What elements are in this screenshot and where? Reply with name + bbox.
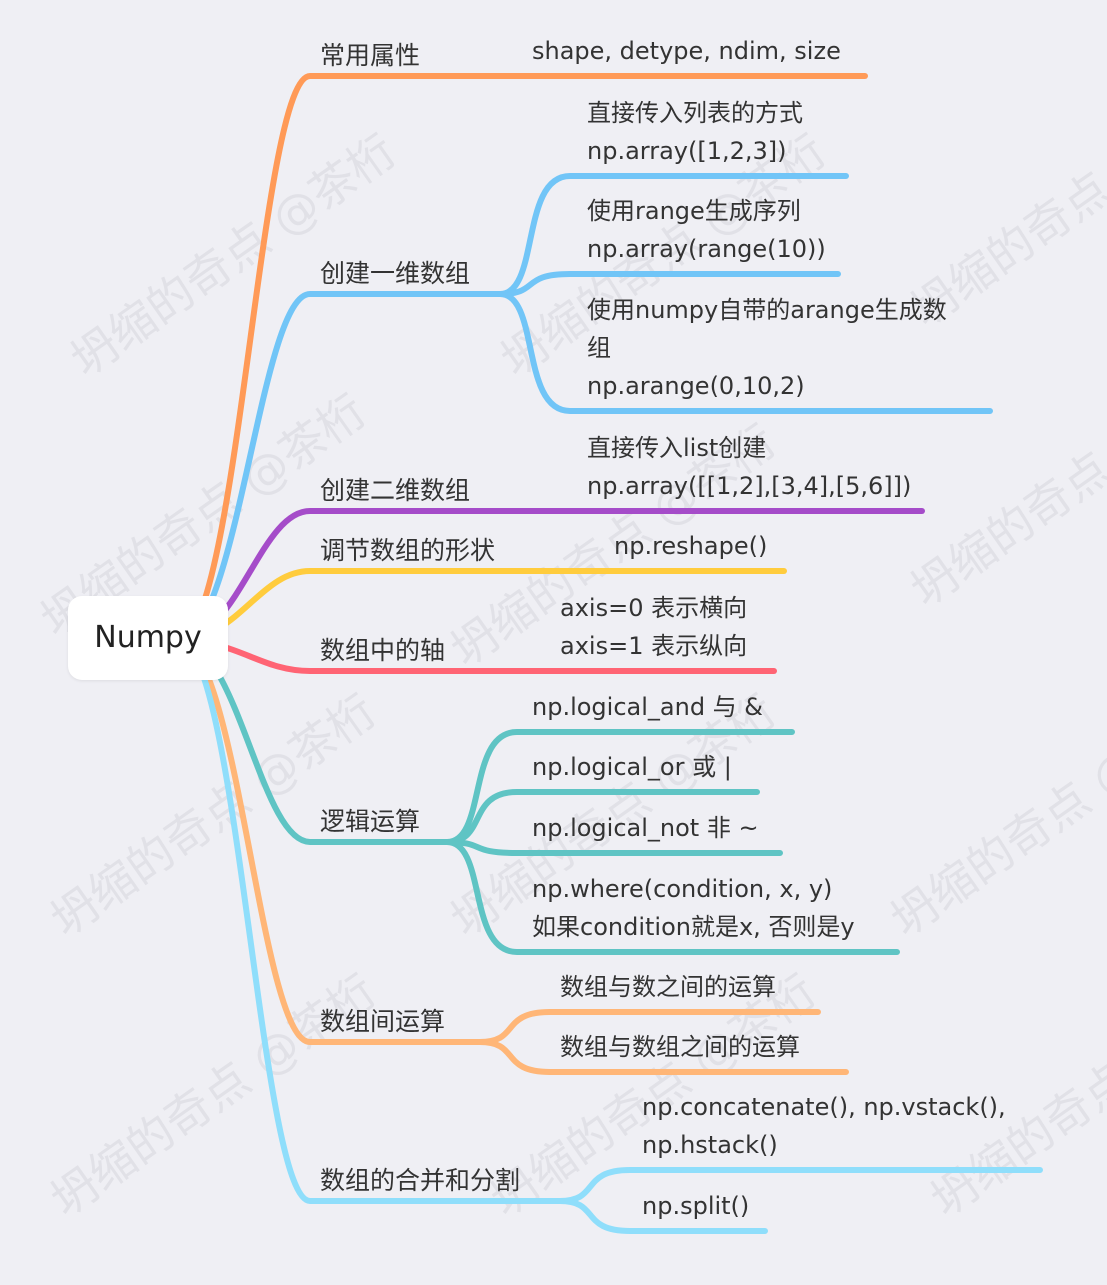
leaf-connector-8-1	[557, 1167, 1043, 1204]
leaf-text-2-1-1[interactable]: 直接传入列表的方式	[587, 99, 803, 127]
leaf-text-6-3-1[interactable]: np.logical_not 非 ~	[532, 814, 759, 842]
root-label: Numpy	[94, 620, 202, 655]
leaf-text-6-2-1[interactable]: np.logical_or 或 |	[532, 753, 732, 781]
branch-label-7[interactable]: 数组间运算	[320, 1007, 446, 1036]
leaf-connector-2-2	[497, 271, 841, 297]
branch-label-8[interactable]: 数组的合并和分割	[320, 1166, 521, 1195]
leaf-text-2-1-2[interactable]: np.array([1,2,3])	[587, 137, 787, 165]
branch-label-1[interactable]: 常用属性	[320, 41, 421, 70]
leaf-text-6-1-1[interactable]: np.logical_and 与 &	[532, 693, 764, 721]
leaf-text-3-1-2[interactable]: np.array([[1,2],[3,4],[5,6]])	[587, 472, 912, 500]
leaf-text-4-1-1[interactable]: np.reshape()	[614, 532, 768, 560]
leaf-text-2-3-2[interactable]: 组	[587, 334, 611, 362]
branch-connector-3	[175, 508, 590, 643]
leaf-text-6-4-1[interactable]: np.where(condition, x, y)	[532, 875, 833, 903]
branch-connector-2	[175, 291, 503, 643]
leaf-text-8-2-1[interactable]: np.split()	[642, 1192, 750, 1220]
leaf-text-5-1-1[interactable]: axis=0 表示横向	[560, 594, 748, 622]
leaf-text-8-1-2[interactable]: np.hstack()	[642, 1131, 778, 1159]
root-node[interactable]: Numpy	[68, 596, 228, 680]
leaf-connector-2-3	[497, 291, 993, 414]
leaf-connector-7-2	[477, 1039, 849, 1075]
leaf-connector-6-4	[444, 839, 900, 955]
leaf-text-1-1-1[interactable]: shape, detype, ndim, size	[532, 37, 841, 65]
leaf-text-2-3-3[interactable]: np.arange(0,10,2)	[587, 372, 805, 400]
leaf-text-7-1-1[interactable]: 数组与数之间的运算	[560, 973, 776, 1001]
branch-label-6[interactable]: 逻辑运算	[320, 807, 421, 836]
leaf-text-2-2-1[interactable]: 使用range生成序列	[587, 197, 801, 225]
branch-label-5[interactable]: 数组中的轴	[320, 636, 446, 665]
leaf-text-8-1-1[interactable]: np.concatenate(), np.vstack(),	[642, 1093, 1006, 1121]
leaf-text-3-1-1[interactable]: 直接传入list创建	[587, 434, 767, 462]
leaf-text-6-4-2[interactable]: 如果condition就是x, 否则是y	[532, 913, 855, 941]
branch-label-3[interactable]: 创建二维数组	[320, 476, 471, 505]
leaf-text-5-1-2[interactable]: axis=1 表示纵向	[560, 632, 748, 660]
branch-label-2[interactable]: 创建一维数组	[320, 259, 471, 288]
leaf-text-7-2-1[interactable]: 数组与数组之间的运算	[560, 1033, 800, 1061]
branch-label-4[interactable]: 调节数组的形状	[320, 536, 496, 565]
leaf-text-2-2-2[interactable]: np.array(range(10))	[587, 235, 826, 263]
leaf-connector-2-1	[497, 173, 849, 297]
leaf-connector-8-2	[557, 1198, 768, 1234]
leaf-connector-6-3	[444, 839, 783, 856]
leaf-text-2-3-1[interactable]: 使用numpy自带的arange生成数	[587, 296, 947, 324]
branch-connector-8	[175, 637, 563, 1204]
